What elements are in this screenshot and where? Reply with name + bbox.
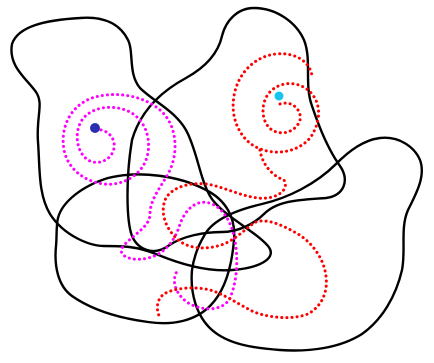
left-spiral-center-dot — [90, 123, 100, 133]
right-spiral-center-dot — [275, 92, 284, 101]
